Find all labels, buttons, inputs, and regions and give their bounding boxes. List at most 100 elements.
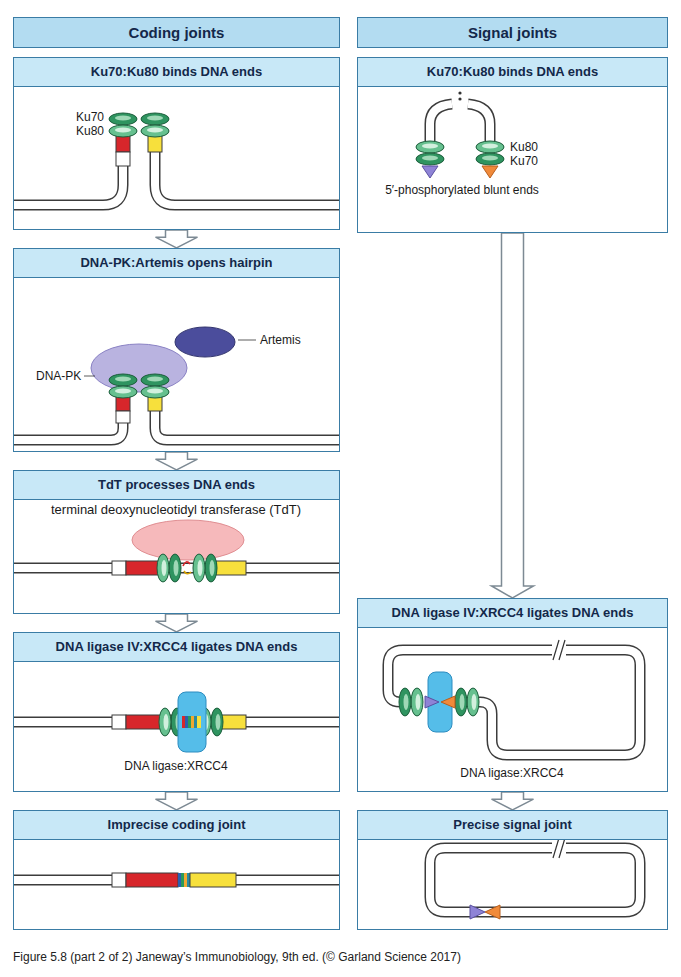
break-mark — [559, 640, 565, 660]
break-mark — [553, 640, 559, 660]
ku-complex — [109, 374, 137, 398]
step-title: DNA ligase IV:XRCC4 ligates DNA ends — [14, 633, 339, 662]
gene-segment-white — [116, 411, 130, 423]
signal-ends — [416, 91, 504, 178]
ku-complex — [193, 554, 217, 582]
continuation-dot — [458, 91, 461, 94]
artemis-protein — [175, 327, 235, 357]
flow-arrow — [156, 230, 198, 248]
junction-stripe — [184, 873, 187, 887]
signal-end-purple — [422, 166, 438, 178]
flow-arrow — [492, 233, 534, 598]
ku-complex — [109, 113, 137, 137]
step-title: DNA ligase IV:XRCC4 ligates DNA ends — [358, 599, 667, 628]
gene-segment-white — [112, 561, 126, 575]
column-title: Signal joints — [358, 18, 667, 47]
junction-stripe — [181, 873, 184, 887]
flow-arrow — [492, 792, 534, 810]
ku-complex — [399, 688, 423, 716]
dna-strand — [14, 423, 123, 440]
signal-end-orange — [441, 696, 455, 708]
signal-joint-circle — [430, 838, 640, 919]
column-heading-box: Coding joints — [13, 17, 340, 48]
coding-end-yellow — [216, 561, 246, 575]
signal-end-purple — [425, 696, 439, 708]
hairpin-dna-ends — [14, 113, 339, 205]
part-label: Artemis — [260, 333, 301, 347]
tdt-enzyme — [132, 520, 244, 560]
signal-end-orange — [482, 166, 498, 178]
part-label: 5′-phosphorylated blunt ends — [385, 183, 539, 197]
coding-joint — [14, 873, 339, 887]
column-title: Coding joints — [14, 18, 339, 47]
part-label: Ku80 — [510, 140, 538, 154]
flow-arrow — [156, 452, 198, 470]
hairpin-opening — [14, 327, 339, 440]
leader-line — [84, 376, 95, 377]
junction-stripe — [197, 716, 201, 728]
step-panel: TdT processes DNA ends — [13, 470, 340, 614]
junction-stripe — [188, 716, 191, 728]
added-nucleotides — [184, 571, 191, 574]
step-title: Ku70:Ku80 binds DNA ends — [358, 58, 667, 87]
leader-line — [238, 340, 256, 341]
continuation-dot — [458, 97, 461, 100]
ku-complex — [476, 141, 504, 165]
junction-stripe — [194, 716, 197, 728]
step-panel: DNA-PK:Artemis opens hairpin — [13, 248, 340, 452]
step-title: TdT processes DNA ends — [14, 471, 339, 500]
break-mark — [553, 838, 559, 858]
dna-strand — [155, 152, 339, 205]
dna-circle — [430, 848, 640, 912]
tdt-processing — [14, 520, 339, 582]
ku-complex — [416, 141, 444, 165]
dna-circle — [430, 848, 640, 912]
figure-caption: Figure 5.8 (part 2 of 2) Janeway’s Immun… — [13, 950, 461, 964]
junction-stripe — [178, 873, 181, 887]
added-nucleotides — [183, 562, 190, 566]
step-title: Ku70:Ku80 binds DNA ends — [14, 58, 339, 87]
dna-strand — [430, 104, 452, 143]
dna-strand — [14, 166, 123, 205]
part-label: Ku70 — [510, 154, 538, 168]
junction-stripe — [182, 716, 185, 728]
part-label: DNA ligase:XRCC4 — [124, 759, 227, 773]
coding-end-red — [126, 873, 178, 887]
part-label: terminal deoxynucleotidyl transferase (T… — [51, 503, 301, 517]
signal-end-orange — [485, 905, 500, 919]
break-mark — [559, 838, 565, 858]
dna-strand — [14, 423, 123, 440]
dna-circle — [388, 650, 640, 755]
dna-circle — [388, 650, 640, 755]
step-title: DNA-PK:Artemis opens hairpin — [14, 249, 339, 278]
dna-strand — [155, 411, 339, 440]
step-panel: Ku70:Ku80 binds DNA ends — [13, 57, 340, 230]
ligase-xrcc4 — [178, 692, 206, 752]
gene-segment-white — [116, 152, 130, 166]
dna-strand — [14, 166, 123, 205]
step-title: Imprecise coding joint — [14, 811, 339, 840]
step-panel: Precise signal joint — [357, 810, 668, 930]
gene-segment-white — [112, 873, 126, 887]
dna-strand — [468, 104, 490, 143]
dna-strand — [430, 104, 452, 143]
junction-stripe — [185, 716, 188, 728]
column-heading-box: Signal joints — [357, 17, 668, 48]
coding-end-ligation — [14, 692, 339, 752]
ku-complex — [157, 554, 181, 582]
coding-end-yellow — [190, 873, 236, 887]
ku-complex — [141, 113, 169, 137]
signal-end-ligation — [388, 640, 640, 755]
flow-arrow — [156, 792, 198, 810]
step-title: Precise signal joint — [358, 811, 667, 840]
dna-strand — [468, 104, 490, 143]
ku-complex — [455, 688, 479, 716]
gene-segment-white — [112, 715, 126, 729]
part-label: DNA-PK — [36, 369, 81, 383]
dna-strand — [155, 152, 339, 205]
step-panel: DNA ligase IV:XRCC4 ligates DNA ends — [357, 598, 668, 792]
signal-end-purple — [470, 905, 485, 919]
